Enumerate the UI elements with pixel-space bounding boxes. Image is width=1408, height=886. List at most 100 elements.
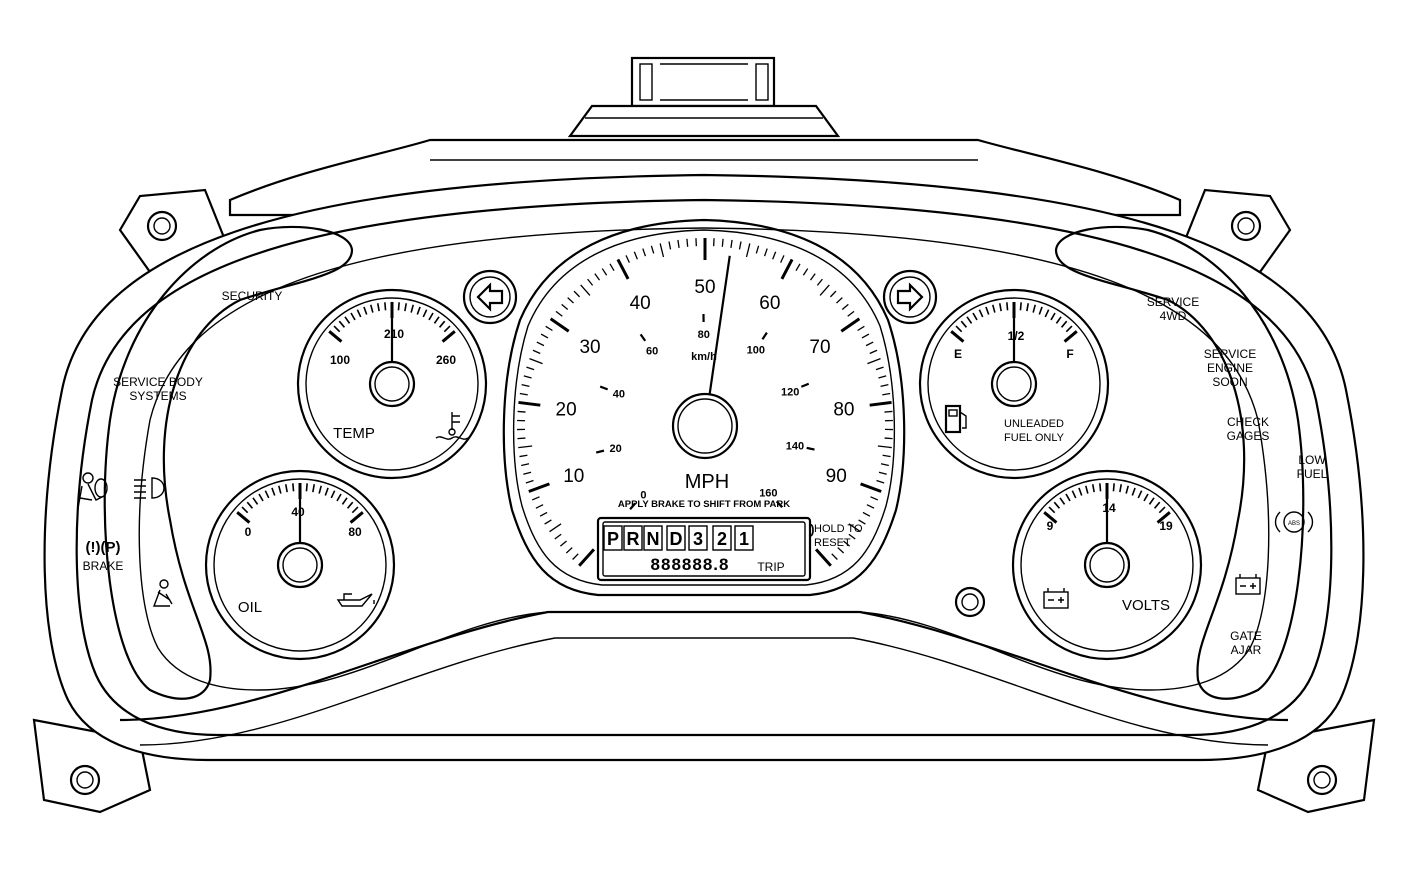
speed-tick [755, 245, 760, 254]
gauge-tick [1078, 487, 1083, 496]
speed-tick [523, 471, 532, 475]
gear-r: R [627, 529, 640, 549]
volts-label: VOLTS [1122, 597, 1170, 614]
oil-max-label: 80 [348, 525, 362, 539]
gauge-tick [441, 330, 456, 343]
speed-tick [528, 482, 550, 493]
gauge-tick [346, 501, 354, 509]
trip-reset-button[interactable] [954, 586, 986, 618]
voltmeter-gauge: 9 14 19 VOLTS [1011, 469, 1203, 661]
speed-tick [884, 410, 893, 413]
gauge-tick [1048, 506, 1056, 514]
gear-box [643, 525, 663, 551]
speed-tick [545, 325, 553, 332]
gear-box [666, 525, 686, 551]
fuel-half-label: 1/2 [1008, 329, 1025, 343]
speed-tick [882, 392, 891, 396]
gauge-tick [363, 306, 368, 315]
low-fuel-line1: LOW [1298, 453, 1326, 467]
volts-min-label: 9 [1047, 519, 1054, 533]
speed-tick [554, 533, 562, 540]
gauge-tick [428, 312, 434, 321]
speed-tick [819, 284, 830, 296]
right-turn-arrow-icon [896, 282, 924, 312]
speedometer-scale [517, 238, 893, 567]
gear-3: 3 [693, 529, 703, 549]
gauge-tick [351, 506, 359, 514]
gear-1: 1 [739, 529, 749, 549]
gauge-tick [1038, 306, 1043, 315]
speed-tick [738, 241, 742, 250]
speed-tick [877, 445, 892, 449]
gear-box [623, 525, 643, 551]
speed-tick [857, 325, 865, 332]
volts-mid-label: 14 [1102, 501, 1116, 515]
mph-unit-label: MPH [685, 471, 729, 493]
left-turn-arrow-icon [476, 282, 504, 312]
speed-tick [587, 278, 594, 286]
speed-tick [536, 341, 545, 347]
speed-tick [772, 251, 777, 260]
volts-max-label: 19 [1159, 519, 1173, 533]
speed-tick [721, 238, 724, 247]
gauge-tick [950, 330, 965, 343]
gear-n: N [647, 529, 660, 549]
speed-tick [578, 548, 596, 567]
oil-can-icon [336, 593, 375, 607]
speed-tick [745, 243, 751, 258]
reset-button-icon[interactable] [961, 593, 979, 611]
gauge-tick [985, 306, 990, 315]
gauge-tick [264, 490, 270, 499]
gauge-tick [966, 316, 973, 324]
hold-to-reset-line1: HOLD TO [814, 523, 863, 535]
abs-label: ABS [1288, 521, 1300, 527]
battery-icon [1235, 574, 1261, 595]
gauge-tick [312, 484, 316, 493]
speed-tick [668, 241, 672, 250]
kmh-label: 160 [759, 488, 777, 500]
fuel-empty-label: E [954, 347, 962, 361]
speed-tick [837, 547, 845, 554]
gauge-tick [1019, 302, 1022, 311]
gauge-tick [324, 487, 329, 496]
gauge-tick [998, 303, 1002, 312]
gauge-tick [284, 484, 288, 493]
speed-tick [858, 519, 866, 525]
speed-tick [633, 251, 638, 260]
gauge-tick [1071, 490, 1077, 499]
speed-tick [555, 310, 563, 317]
gauge-tick [1156, 511, 1171, 524]
right-turn-signal [882, 269, 938, 325]
speed-tick [880, 383, 889, 388]
speed-tick [814, 548, 832, 567]
speed-tick [601, 268, 608, 276]
mph-label: 60 [759, 293, 780, 314]
service-4wd-telltale-line2: 4WD [1160, 309, 1187, 323]
kmh-tick [629, 502, 637, 510]
speed-tick [780, 255, 785, 263]
gauge-tick [1060, 320, 1068, 328]
gauge-tick [338, 320, 346, 328]
speed-tick [829, 290, 837, 298]
temp-max-label: 260 [436, 353, 456, 367]
gear-box [734, 525, 754, 551]
speed-tick [650, 245, 655, 254]
gauge-tick [333, 325, 341, 333]
gauge-tick [443, 325, 451, 333]
gauge-tick [1119, 484, 1123, 493]
speed-tick [539, 511, 548, 517]
fuel-gauge: E 1/2 F UNLEADED FUEL ONLY [918, 288, 1110, 480]
kmh-tick [595, 449, 605, 454]
speed-tick [549, 523, 562, 533]
speed-tick [780, 258, 794, 280]
speed-tick [659, 243, 665, 258]
kmh-label: 80 [698, 329, 710, 341]
mph-label: 40 [630, 293, 651, 314]
cluster-housing [32, 56, 1376, 814]
left-telltale-panel: SECURITY SERVICE BODY SYSTEMS (!)(P) BRA… [77, 289, 282, 607]
service-body-systems-telltale-line2: SYSTEMS [129, 389, 186, 403]
check-gages-line2: GAGES [1227, 429, 1270, 443]
speed-tick [763, 248, 768, 257]
